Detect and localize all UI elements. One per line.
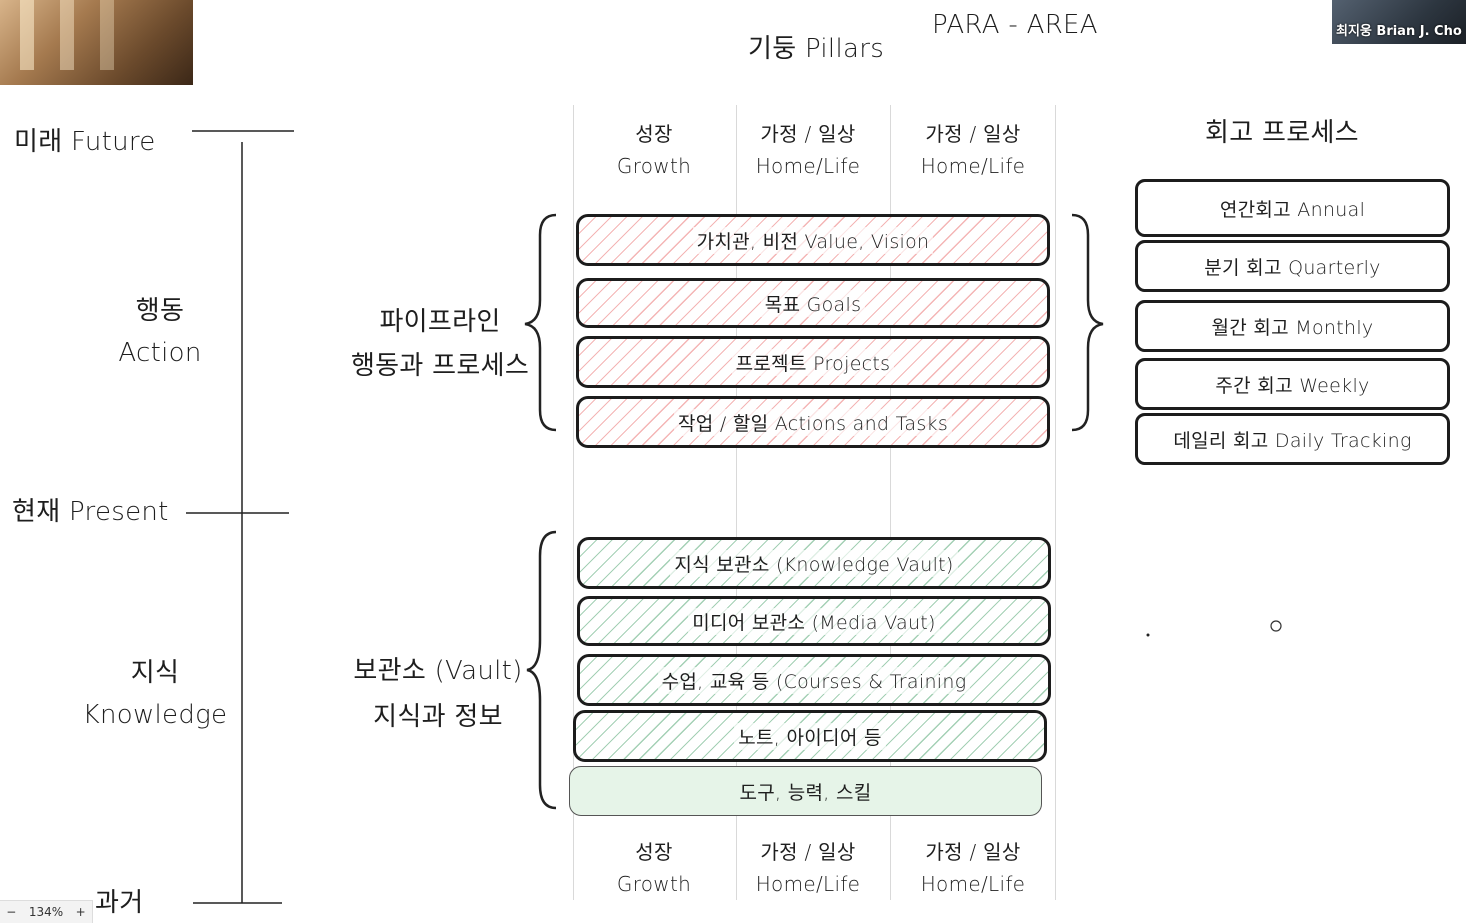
- timeline-present-label: 현재 Present: [12, 497, 169, 527]
- column-footer-home-life: 가정 / 일상 Home/Life: [728, 836, 888, 900]
- retro-annual[interactable]: 연간회고 Annual: [1135, 179, 1450, 237]
- video-thumbnail-left: [0, 0, 193, 85]
- column-header-home-life: 가정 / 일상 Home/Life: [893, 118, 1053, 182]
- knowledge-label-en: Knowledge: [82, 700, 228, 730]
- band-label: 미디어 보관소 (Media Vaut): [688, 607, 940, 635]
- action-label-en: Action: [118, 338, 202, 368]
- column-footer-en: Home/Life: [920, 872, 1026, 896]
- band-label: 도구, 능력, 스킬: [739, 781, 872, 804]
- column-footer-ko: 성장: [635, 840, 673, 864]
- pillars-title: 기둥 Pillars: [748, 34, 885, 64]
- retro-monthly[interactable]: 월간 회고 Monthly: [1135, 300, 1450, 352]
- pipeline-label-line2: 행동과 프로세스: [350, 351, 530, 381]
- retro-label: 월간 회고 Monthly: [1211, 316, 1374, 339]
- column-footer-en: Growth: [616, 872, 692, 896]
- column-header-ko: 성장: [635, 122, 673, 146]
- column-header-ko: 가정 / 일상: [760, 122, 856, 146]
- pipeline-label-line1: 파이프라인: [379, 307, 501, 337]
- pipeline-band-goals[interactable]: 목표 Goals: [576, 278, 1050, 328]
- action-label: 행동 Action: [100, 290, 220, 374]
- vault-band-media[interactable]: 미디어 보관소 (Media Vaut): [577, 596, 1051, 646]
- retro-label: 분기 회고 Quarterly: [1204, 256, 1381, 279]
- vault-band-courses[interactable]: 수업, 교육 등 (Courses & Training: [577, 654, 1051, 706]
- column-header-en: Home/Life: [755, 154, 861, 178]
- column-footer-ko: 가정 / 일상: [925, 840, 1021, 864]
- band-label: 작업 / 할일 Actions and Tasks: [673, 408, 953, 436]
- column-divider: [890, 105, 891, 900]
- band-label: 목표 Goals: [760, 289, 866, 317]
- band-label: 프로젝트 Projects: [731, 348, 895, 376]
- retro-label: 연간회고 Annual: [1219, 198, 1366, 221]
- column-footer-ko: 가정 / 일상: [760, 840, 856, 864]
- band-label: 가치관, 비전 Value, Vision: [692, 226, 934, 254]
- action-label-ko: 행동: [135, 296, 185, 326]
- timeline-past-label: 과거: [95, 888, 144, 918]
- column-header-en: Growth: [616, 154, 692, 178]
- column-header-en: Home/Life: [920, 154, 1026, 178]
- column-header-home-life: 가정 / 일상 Home/Life: [728, 118, 888, 182]
- zoom-level: 134%: [28, 905, 64, 919]
- column-header-ko: 가정 / 일상: [925, 122, 1021, 146]
- retro-label: 데일리 회고 Daily Tracking: [1173, 429, 1412, 452]
- column-header-growth: 성장 Growth: [574, 118, 734, 182]
- band-label: 수업, 교육 등 (Courses & Training: [657, 666, 971, 694]
- column-divider: [573, 105, 574, 900]
- pipeline-band-actions-tasks[interactable]: 작업 / 할일 Actions and Tasks: [576, 396, 1050, 448]
- vault-label-line1: 보관소 (Vault): [353, 656, 523, 686]
- knowledge-label: 지식 Knowledge: [80, 652, 230, 736]
- column-footer-en: Home/Life: [755, 872, 861, 896]
- retro-label: 주간 회고 Weekly: [1215, 374, 1370, 397]
- retro-process-title: 회고 프로세스: [1205, 118, 1359, 148]
- column-footer-home-life: 가정 / 일상 Home/Life: [893, 836, 1053, 900]
- pipeline-band-projects[interactable]: 프로젝트 Projects: [576, 336, 1050, 388]
- column-footer-growth: 성장 Growth: [574, 836, 734, 900]
- knowledge-label-ko: 지식: [130, 658, 180, 688]
- vault-label-line2: 지식과 정보: [373, 702, 503, 732]
- band-label: 노트, 아이디어 등: [734, 722, 886, 750]
- timeline-future-label: 미래 Future: [14, 127, 156, 157]
- retro-daily[interactable]: 데일리 회고 Daily Tracking: [1135, 413, 1450, 465]
- vault-band-notes-ideas[interactable]: 노트, 아이디어 등: [573, 710, 1047, 762]
- participant-name-label: 최지웅 Brian J. Cho: [1336, 24, 1462, 39]
- participant-video-tile[interactable]: 최지웅 Brian J. Cho: [1332, 0, 1466, 44]
- vault-band-tools-skills[interactable]: 도구, 능력, 스킬: [569, 766, 1042, 816]
- retro-quarterly[interactable]: 분기 회고 Quarterly: [1135, 240, 1450, 292]
- column-divider: [1055, 105, 1056, 900]
- zoom-control: − 134% +: [0, 900, 93, 923]
- para-area-title: PARA - AREA: [932, 10, 1098, 40]
- vault-band-knowledge[interactable]: 지식 보관소 (Knowledge Vault): [577, 537, 1051, 589]
- zoom-in-button[interactable]: +: [75, 905, 86, 919]
- pipeline-label: 파이프라인 행동과 프로세스: [340, 300, 540, 388]
- retro-weekly[interactable]: 주간 회고 Weekly: [1135, 358, 1450, 410]
- pipeline-band-value-vision[interactable]: 가치관, 비전 Value, Vision: [576, 214, 1050, 266]
- vault-label: 보관소 (Vault) 지식과 정보: [338, 648, 538, 740]
- zoom-out-button[interactable]: −: [6, 905, 17, 919]
- column-divider: [736, 105, 737, 900]
- band-label: 지식 보관소 (Knowledge Vault): [670, 549, 958, 577]
